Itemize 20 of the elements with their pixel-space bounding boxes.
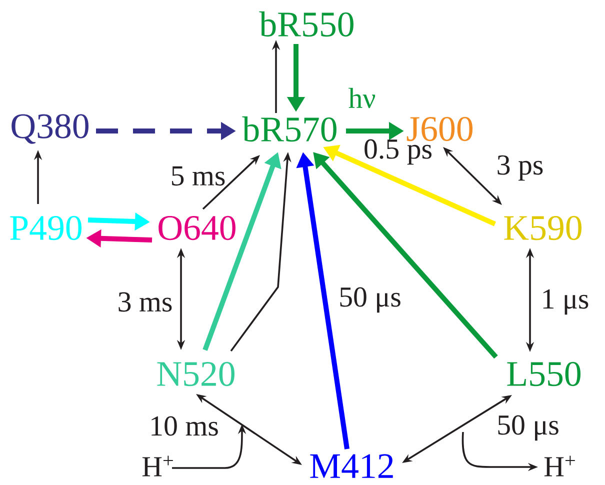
- state-label: bR550: [259, 11, 354, 37]
- edge-label: 5 ms: [172, 166, 225, 186]
- edge-label: 3 ms: [118, 292, 172, 312]
- state-label: J600: [406, 116, 472, 142]
- edge-label: hν: [348, 88, 376, 108]
- state-label: H$^{+}$: [142, 456, 173, 476]
- edge-label: 10 ms: [152, 416, 218, 436]
- state-label: bR570: [242, 116, 336, 142]
- state-label: O640: [158, 216, 236, 240]
- state-label: M412: [310, 454, 393, 478]
- state-label: H$^{+}$: [544, 456, 575, 476]
- state-label: L550: [507, 362, 580, 386]
- edge-label: 50 μs: [340, 287, 400, 313]
- state-label: N520: [157, 362, 234, 386]
- edge-label: 50 μs: [498, 415, 558, 441]
- state-label: K590: [504, 216, 582, 240]
- state-label: Q380: [12, 114, 88, 144]
- state-label: P490: [10, 216, 82, 240]
- edge-label: 3 ps: [498, 155, 543, 181]
- edge-label: 1 μs: [543, 289, 588, 315]
